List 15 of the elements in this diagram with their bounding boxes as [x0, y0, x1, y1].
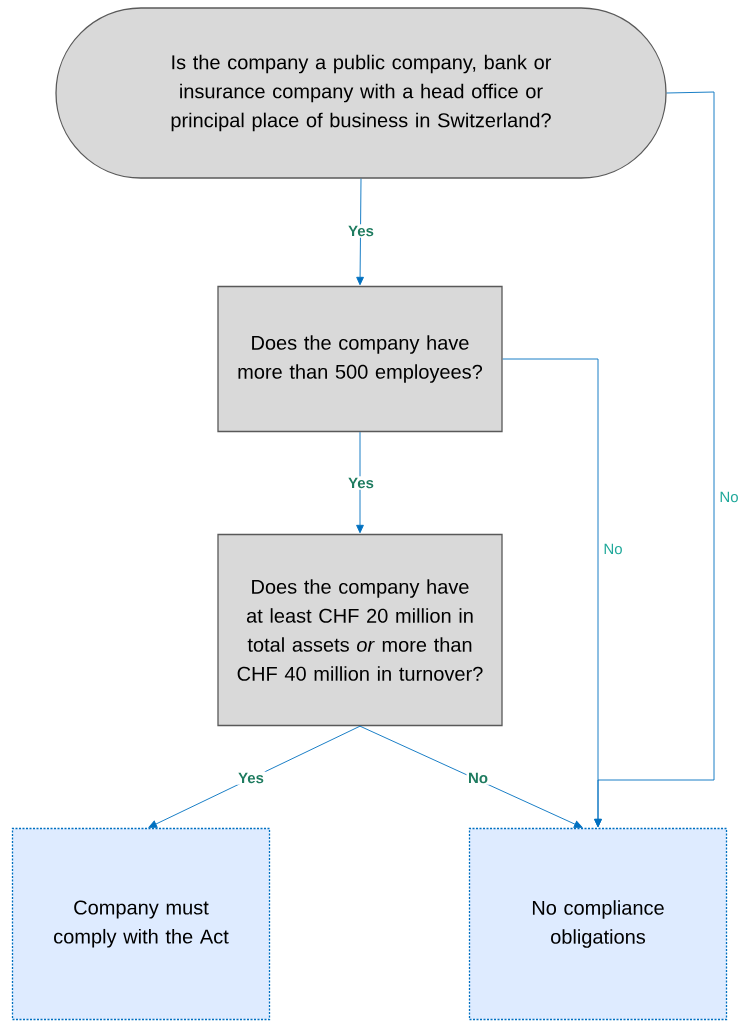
result-box: No compliance obligations: [468, 827, 728, 1021]
arrow: [356, 178, 364, 286]
edge-label: No: [466, 771, 490, 785]
result-box: Company must comply with the Act: [11, 827, 271, 1021]
arrow: [594, 91, 715, 828]
arrow: [356, 431, 364, 534]
decision-box: Does the company have more than 500 employees?: [217, 285, 503, 433]
edge-label: Yes: [236, 771, 266, 785]
arrow: [359, 725, 583, 828]
arrow: [148, 725, 361, 828]
edge-label: No: [601, 542, 625, 556]
edge-label: No: [717, 490, 741, 504]
edge-label: Yes: [346, 476, 376, 490]
decision-box: Does the company have at least CHF 20 million in total assets or more than CHF 40 million in turnover?: [217, 533, 503, 727]
edge-label: Yes: [346, 224, 376, 238]
